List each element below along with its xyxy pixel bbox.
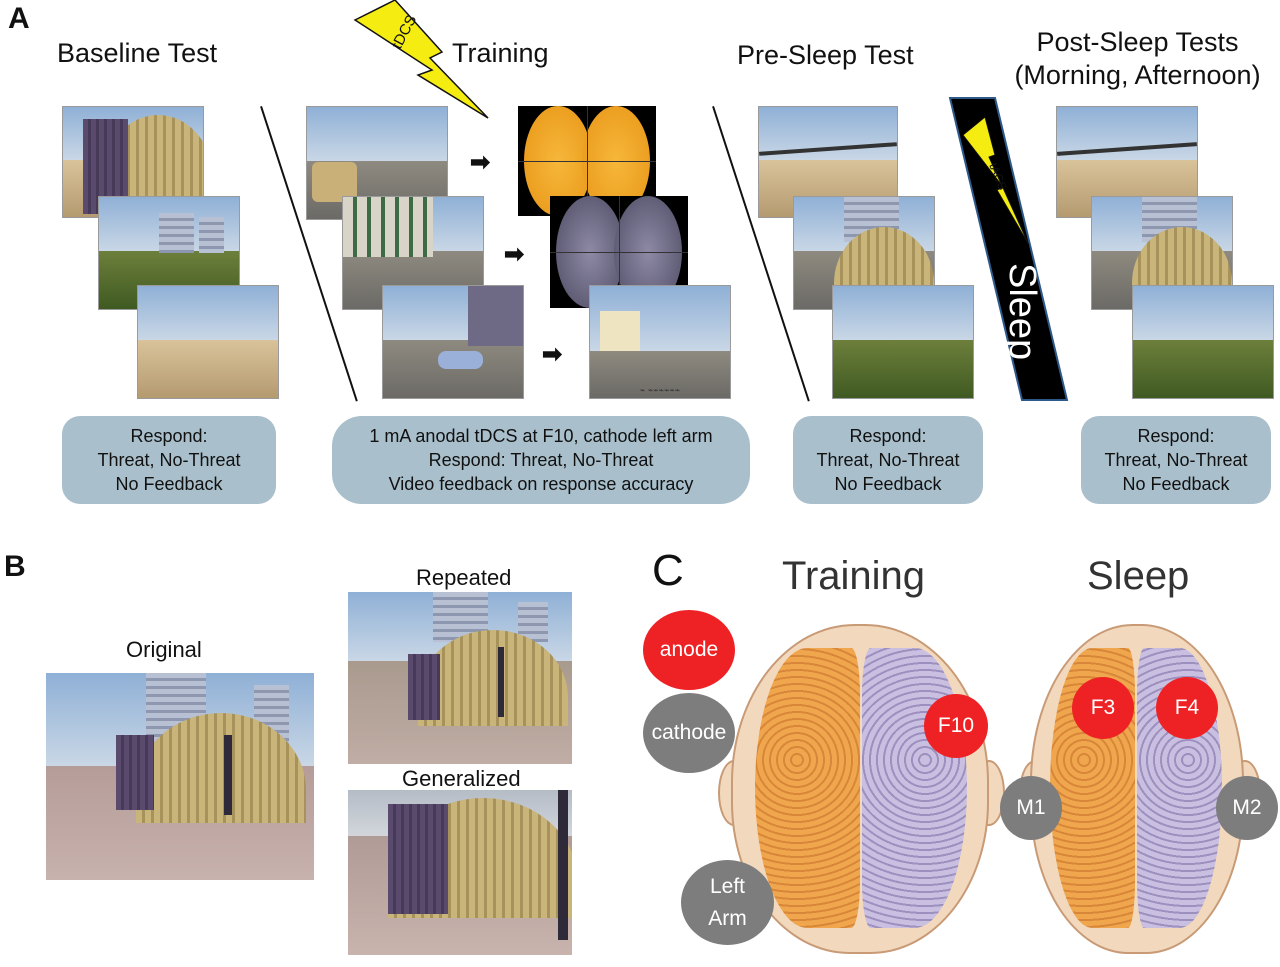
electrode-f3: F3 <box>1072 677 1134 739</box>
tacs-lightning-bolt-icon <box>962 116 1030 246</box>
box-line: Respond: <box>1137 426 1215 446</box>
repeated-label: Repeated <box>416 565 512 590</box>
pre-sleep-test-title: Pre-Sleep Test <box>737 40 914 70</box>
electrode-m2: M2 <box>1216 776 1278 840</box>
training-montage-title: Training <box>782 554 926 598</box>
generalized-label: Generalized <box>402 766 521 791</box>
generalized-scene <box>348 790 572 955</box>
electrode-f4: F4 <box>1156 677 1218 739</box>
sleep-montage-title: Sleep <box>1087 554 1190 598</box>
electrode-left-arm: Left Arm <box>681 860 774 945</box>
original-label: Original <box>126 637 202 662</box>
baseline-scene-1 <box>62 106 204 218</box>
postsleep-scene-3 <box>1132 285 1274 399</box>
electrode-f10: F10 <box>924 694 988 758</box>
baseline-scene-3 <box>137 285 279 399</box>
baseline-test-title: Baseline Test <box>57 38 218 68</box>
box-line: Threat, No-Threat <box>1104 450 1248 470</box>
presleep-instructions-box: Respond: Threat, No-Threat No Feedback <box>793 416 983 504</box>
training-scene-3 <box>382 285 524 399</box>
box-line: Respond: <box>849 426 927 446</box>
baseline-scene-2 <box>98 196 240 310</box>
arrow-right-icon: ➡ <box>470 149 491 176</box>
box-line: Threat, No-Threat <box>816 450 960 470</box>
postsleep-instructions-box: Respond: Threat, No-Threat No Feedback <box>1081 416 1271 504</box>
training-brain-left-hemisphere <box>755 648 860 928</box>
scene-caption: ⌁ ⌁⌁⌁⌁⌁⌁ <box>639 385 681 395</box>
panel-label-a: A <box>8 2 30 35</box>
panel-label-b: B <box>4 550 26 583</box>
training-title: Training <box>452 38 549 68</box>
electrode-m1: M1 <box>1000 776 1062 840</box>
sleep-label: Sleep <box>1001 263 1043 360</box>
left-arm-line2: Arm <box>708 906 747 930</box>
presleep-scene-3 <box>832 285 974 399</box>
training-instructions-box: 1 mA anodal tDCS at F10, cathode left ar… <box>332 416 750 504</box>
original-scene <box>46 673 314 880</box>
repeated-scene <box>348 592 572 764</box>
anode-legend: anode <box>643 610 735 690</box>
post-sleep-title-line1: Post-Sleep Tests <box>1036 27 1239 57</box>
left-arm-line1: Left <box>709 874 746 898</box>
training-brain-right-hemisphere <box>862 648 967 928</box>
sleep-bar: tACS Sleep <box>948 97 1069 401</box>
box-line: No Feedback <box>834 474 942 494</box>
box-line: Video feedback on response accuracy <box>388 474 694 494</box>
arrow-right-icon: ➡ <box>504 241 525 268</box>
box-line: No Feedback <box>1122 474 1230 494</box>
baseline-instructions-box: Respond: Threat, No-Threat No Feedback <box>62 416 276 504</box>
post-sleep-title-line2: (Morning, Afternoon) <box>1014 60 1261 90</box>
box-line: No Feedback <box>115 474 223 494</box>
box-line: Threat, No-Threat <box>97 450 241 470</box>
box-line: Respond: Threat, No-Threat <box>428 450 654 470</box>
arrow-right-icon: ➡ <box>542 341 563 368</box>
panel-label-c: C <box>652 546 684 595</box>
post-sleep-tests-title: Post-Sleep Tests (Morning, Afternoon) <box>995 26 1280 92</box>
cathode-legend: cathode <box>643 693 735 773</box>
training-feedback-scene: ⌁ ⌁⌁⌁⌁⌁⌁ <box>589 285 731 399</box>
box-line: Respond: <box>130 426 208 446</box>
box-line: 1 mA anodal tDCS at F10, cathode left ar… <box>369 426 713 446</box>
tdcs-lightning-bolt-icon: tDCS <box>353 0 489 119</box>
